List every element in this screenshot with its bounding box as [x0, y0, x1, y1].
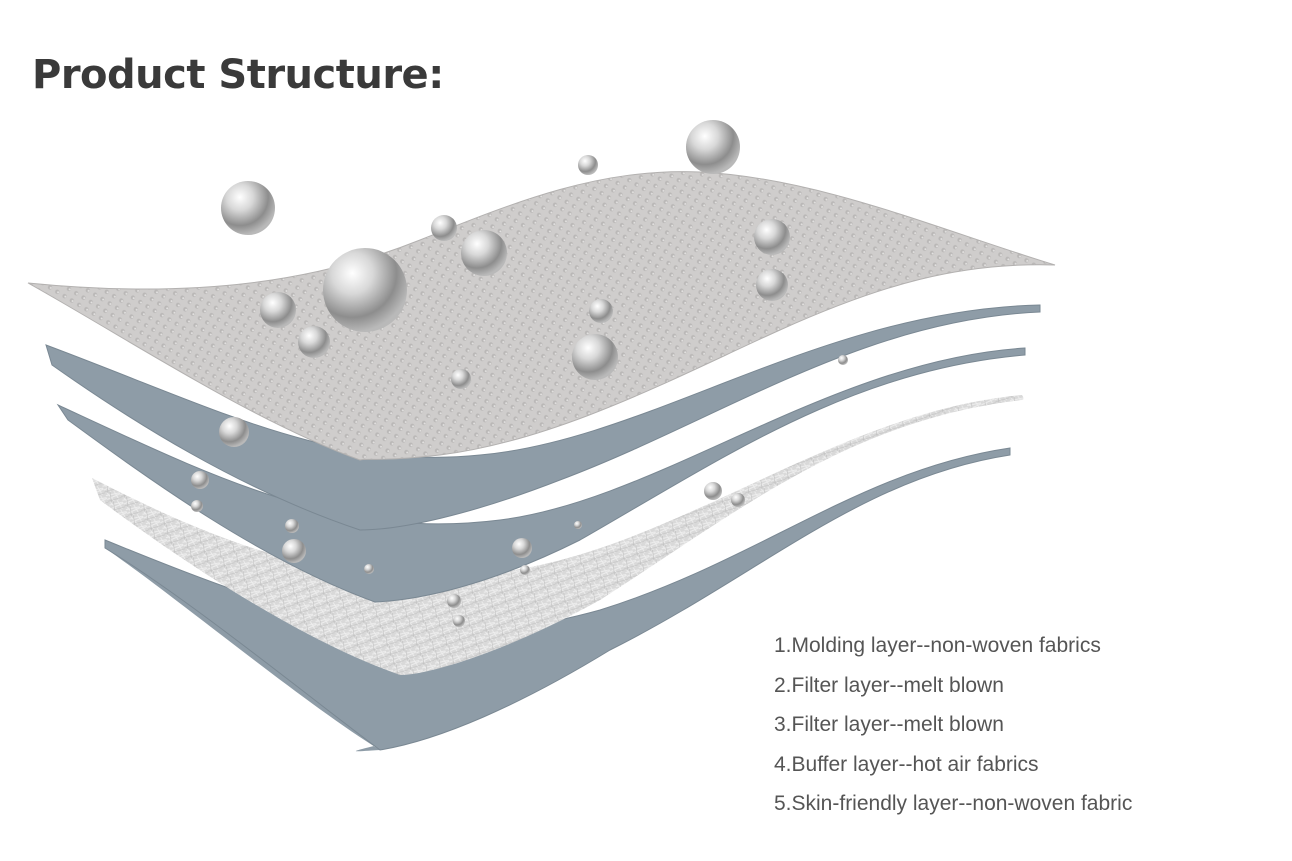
layer-1-molding: [27, 171, 1056, 461]
legend-item-buffer-layer: 4.Buffer layer--hot air fabrics: [774, 752, 1039, 776]
legend-item-molding-layer: 1.Molding layer--non-woven fabrics: [774, 634, 1101, 657]
layer-3-filter: [56, 347, 1026, 603]
page-title: Product Structure:: [32, 52, 444, 98]
layer-4-buffer: [92, 395, 1024, 675]
legend-item-filter-layer-1: 2.Filter layer--melt blown: [774, 673, 1004, 697]
legend-item-skin-friendly-layer: 5.Skin-friendly layer--non-woven fabric: [774, 792, 1133, 815]
layer-legend: 1.Molding layer--non-woven fabrics 2.Fil…: [774, 629, 1132, 827]
legend-item-filter-layer-2: 3.Filter layer--melt blown: [774, 713, 1004, 736]
water-droplets: [191, 120, 848, 627]
